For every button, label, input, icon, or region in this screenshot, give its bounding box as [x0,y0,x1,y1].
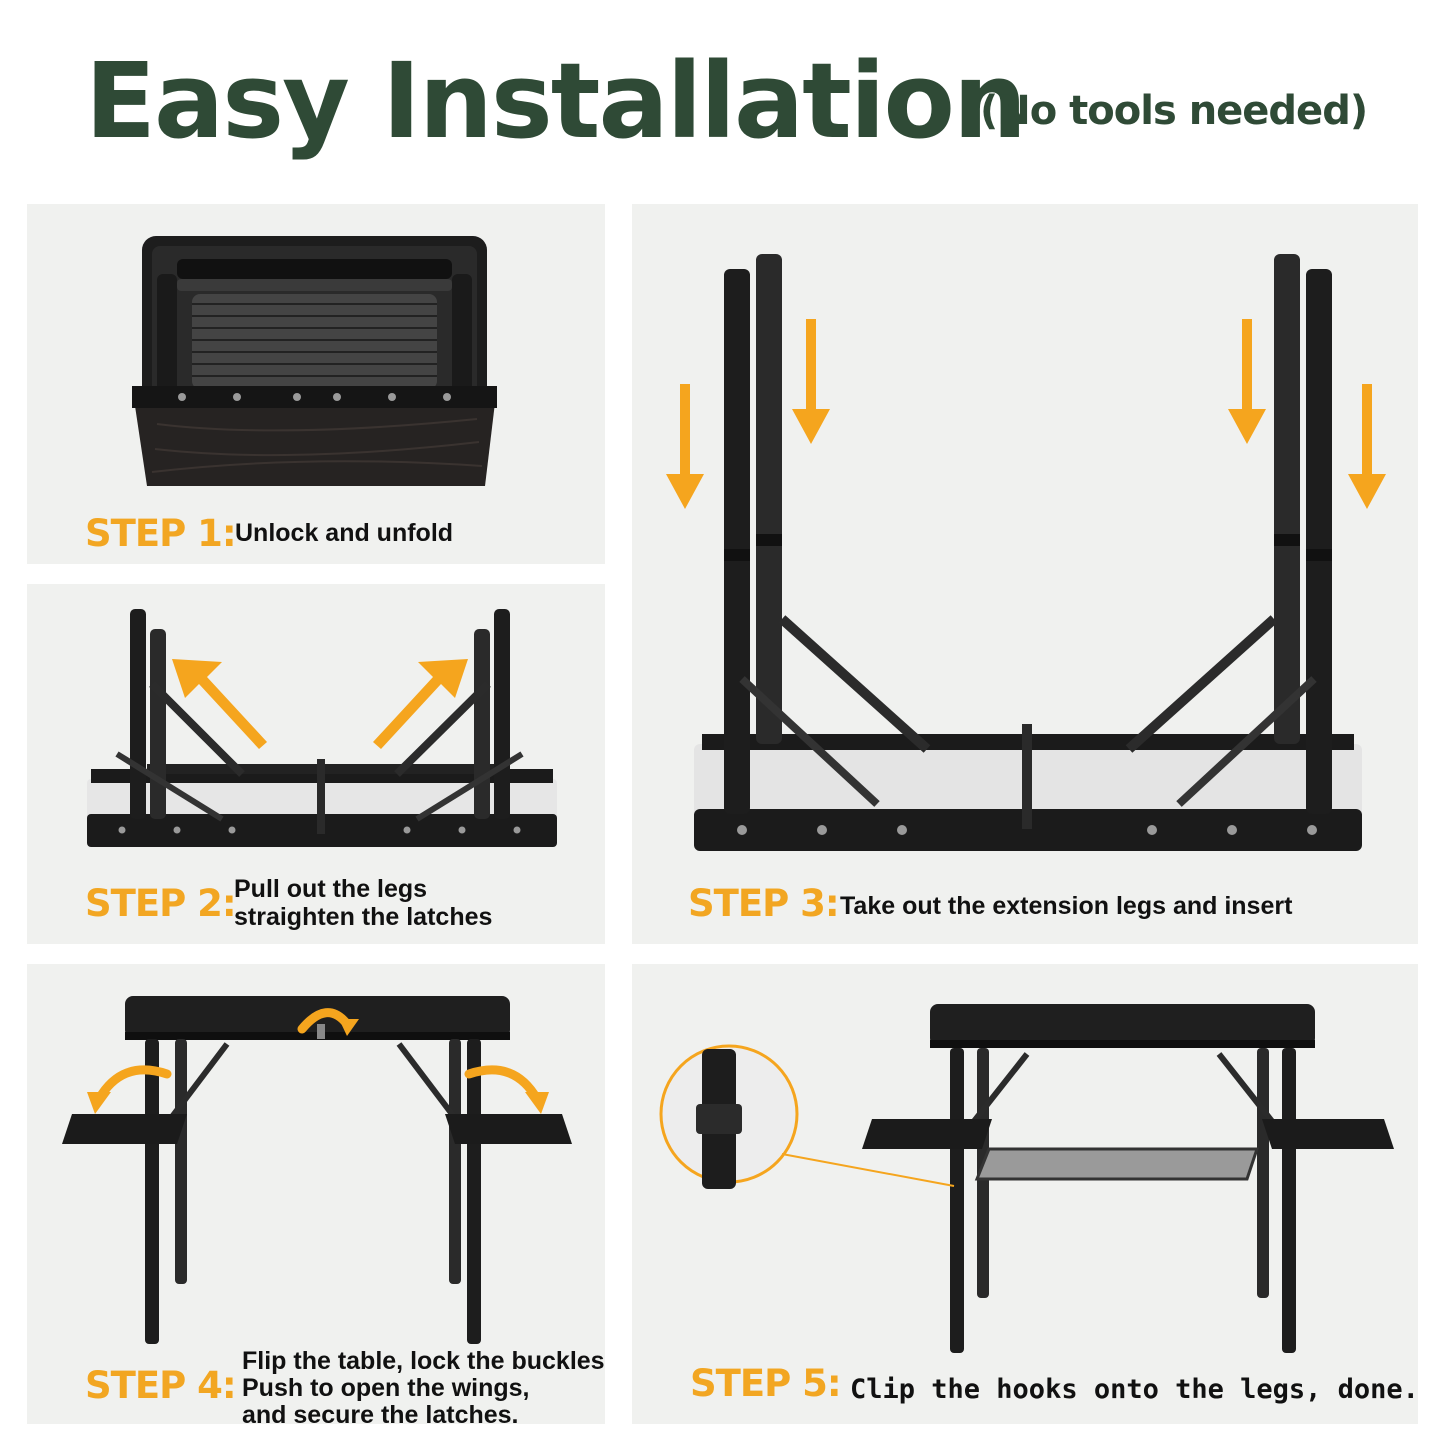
step-1-label: STEP 1: [85,512,237,555]
flipped-table-illustration [62,996,572,1344]
step-4-line-1: Flip the table, lock the buckles [242,1347,605,1375]
step-1-line-1: Unlock and unfold [235,519,454,547]
arrow-down-icon [666,319,1386,509]
step-5-label: STEP 5: [690,1362,842,1405]
step-4-line-3: and secure the latches. [242,1401,519,1425]
step-1-text: Unlock and unfold [235,519,453,547]
step-2-line-2: straighten the latches [234,903,493,931]
page-subtitle: (No tools needed) [980,88,1368,134]
page-title: Easy Installation [85,40,1027,162]
folded-table-illustration [132,236,497,486]
step-3-line-1: Take out the extension legs and insert [840,892,1293,920]
step-2-panel: STEP 2: Pull out the legs straighten the… [27,584,605,944]
unfolded-frame-illustration [87,609,557,847]
step-5-text: Clip the hooks onto the legs, done. [850,1376,1418,1404]
step-3-text: Take out the extension legs and insert [840,892,1292,920]
finished-table-illustration [659,1004,1394,1353]
step-4-label: STEP 4: [85,1364,237,1407]
step-4-panel: STEP 4: Flip the table, lock the buckles… [27,964,605,1424]
step-3-label: STEP 3: [688,882,840,925]
arrow-diagonal-icon [172,659,468,749]
step-2-line-1: Pull out the legs [234,875,428,903]
step-4-line-2: Push to open the wings, [242,1374,530,1402]
step-1-panel: STEP 1: Unlock and unfold [27,204,605,564]
step-5-panel: STEP 5: Clip the hooks onto the legs, do… [632,964,1418,1424]
step-4-text: Flip the table, lock the buckles Push to… [242,1347,605,1425]
extension-legs-illustration [666,254,1386,851]
step-2-text: Pull out the legs straighten the latches [234,875,492,931]
step-2-label: STEP 2: [85,882,237,925]
step-3-panel: STEP 3: Take out the extension legs and … [632,204,1418,944]
step-5-line-1: Clip the hooks onto the legs, done. [850,1374,1418,1405]
header: Easy Installation (No tools needed) [85,40,1385,180]
